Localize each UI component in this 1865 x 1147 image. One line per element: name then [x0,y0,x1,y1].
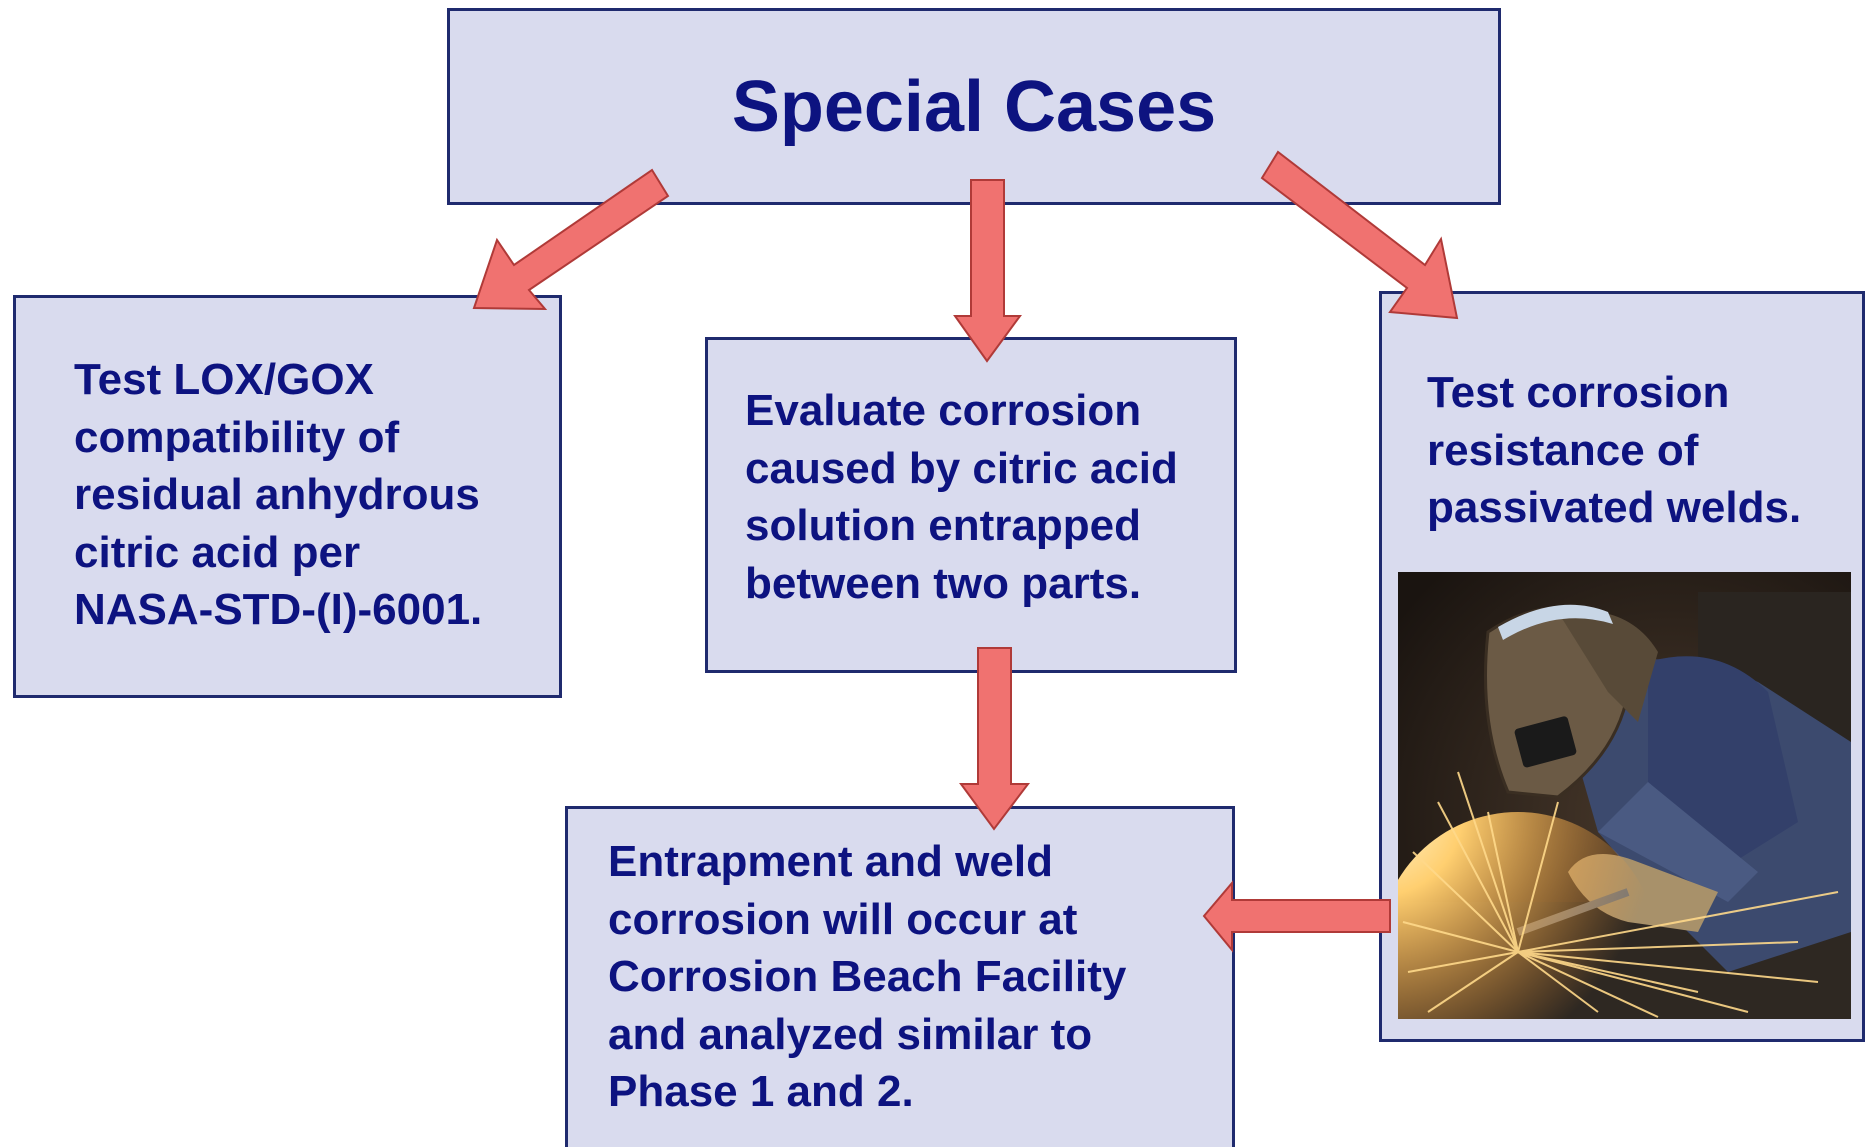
lox-gox-text: Test LOX/GOX compatibility of residual a… [74,355,483,634]
page-title: Special Cases [731,66,1217,147]
title-box [447,8,1501,205]
welder-photo [1398,572,1851,1019]
arrow-to-right-box [1260,150,1459,320]
weld-corrosion-text: Test corrosion resistance of passivated … [1427,368,1802,532]
arrow-right-to-bottom-box [1202,880,1391,953]
entrapment-box [565,806,1235,1147]
evaluate-corrosion-text: Evaluate corrosion caused by citric acid… [745,386,1178,608]
arrow-to-bottom-box [959,647,1031,831]
arrow-to-center-box [953,179,1022,363]
lox-gox-box [13,295,562,698]
welder-image [1398,572,1851,1019]
entrapment-text: Entrapment and weld corrosion will occur… [608,837,1127,1116]
arrow-to-left-box [472,168,670,311]
